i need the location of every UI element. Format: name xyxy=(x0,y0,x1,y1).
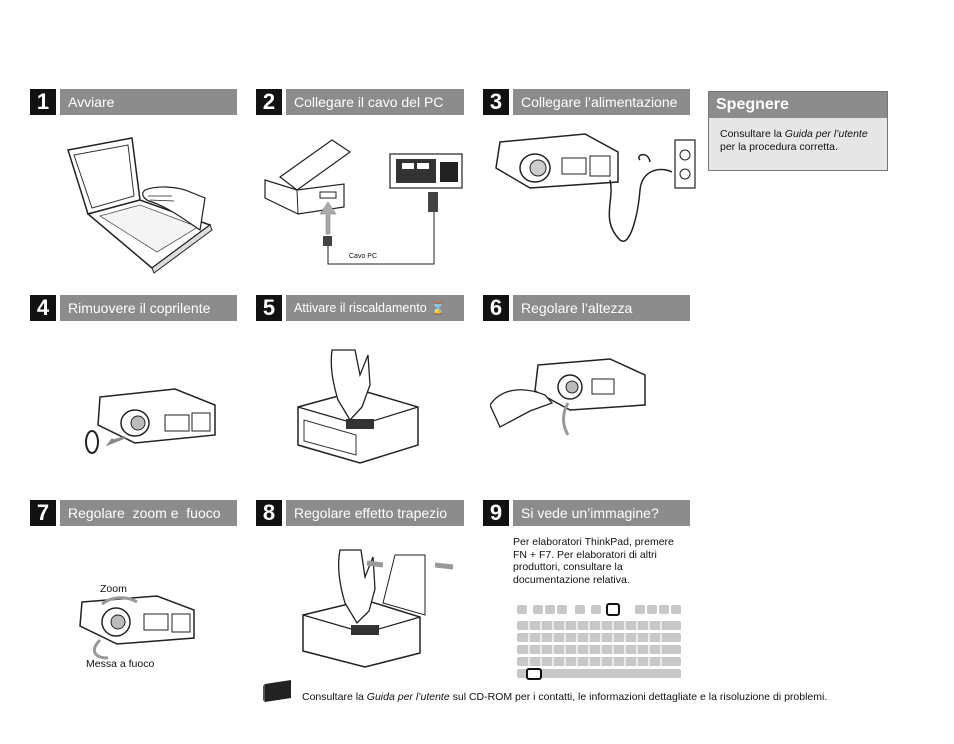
step-number: 3 xyxy=(483,89,509,115)
step-title: Regolare zoom e fuoco xyxy=(60,500,237,526)
focus-label: Messa a fuoco xyxy=(86,658,155,670)
zoom-focus-illustration xyxy=(79,595,195,660)
step-title-text: Attivare il riscaldamento xyxy=(294,301,427,315)
step-6-header: 6 Regolare l’altezza xyxy=(483,295,690,321)
footer-text-start: Consultare la xyxy=(302,691,367,703)
step-5-header: 5 Attivare il riscaldamento⌛ xyxy=(256,295,464,321)
step-4-header: 4 Rimuovere il coprilente xyxy=(30,295,237,321)
step-number: 6 xyxy=(483,295,509,321)
step-number: 4 xyxy=(30,295,56,321)
step-1-header: 1 Avviare xyxy=(30,89,237,115)
footer-note: Consultare la Guida per l’utente sul CD-… xyxy=(302,691,827,703)
step-title: Collegare l’alimentazione xyxy=(513,89,690,115)
step-7-header: 7 Regolare zoom e fuoco xyxy=(30,500,237,526)
shutdown-title: Spegnere xyxy=(709,92,887,118)
step-title: Collegare il cavo del PC xyxy=(286,89,464,115)
step-title: Attivare il riscaldamento⌛ xyxy=(286,295,464,321)
step-9-instructions: Per elaboratori ThinkPad, premere FN + F… xyxy=(513,536,674,586)
pc-cable-illustration xyxy=(264,139,463,265)
shutdown-text-start: Consultare la xyxy=(720,128,785,140)
step-title: Rimuovere il coprilente xyxy=(60,295,237,321)
keyboard-illustration xyxy=(517,603,681,680)
shutdown-text-end: per la procedura corretta. xyxy=(720,141,838,153)
warmup-illustration xyxy=(297,349,419,464)
power-connect-illustration xyxy=(495,133,696,242)
step-title: Si vede un’immagine? xyxy=(513,500,690,526)
step-number: 2 xyxy=(256,89,282,115)
zoom-label: Zoom xyxy=(100,583,127,595)
shutdown-box: Spegnere Consultare la Guida per l’utent… xyxy=(708,91,888,171)
footer-user-guide-reference: Guida per l’utente xyxy=(366,691,450,703)
step-number: 1 xyxy=(30,89,56,115)
step-title: Regolare effetto trapezio xyxy=(286,500,464,526)
step-number: 9 xyxy=(483,500,509,526)
cable-label: Cavo PC xyxy=(349,253,378,260)
step-title: Avviare xyxy=(60,89,237,115)
step-number: 7 xyxy=(30,500,56,526)
adjust-height-illustration xyxy=(490,358,646,436)
user-guide-reference: Guida per l’utente xyxy=(784,128,868,140)
step-8-header: 8 Regolare effetto trapezio xyxy=(256,500,464,526)
book-icon xyxy=(263,680,291,702)
step-3-header: 3 Collegare l’alimentazione xyxy=(483,89,690,115)
remove-lens-cap-illustration xyxy=(85,388,216,454)
step-title: Regolare l’altezza xyxy=(513,295,690,321)
step-number: 5 xyxy=(256,295,282,321)
footer-text-end: sul CD-ROM per i contatti, le informazio… xyxy=(449,691,828,703)
step-9-header: 9 Si vede un’immagine? xyxy=(483,500,690,526)
step-2-header: 2 Collegare il cavo del PC xyxy=(256,89,464,115)
hourglass-icon: ⌛ xyxy=(430,301,446,315)
keystone-illustration xyxy=(302,549,454,668)
laptop-startup-illustration xyxy=(67,137,213,274)
step-number: 8 xyxy=(256,500,282,526)
